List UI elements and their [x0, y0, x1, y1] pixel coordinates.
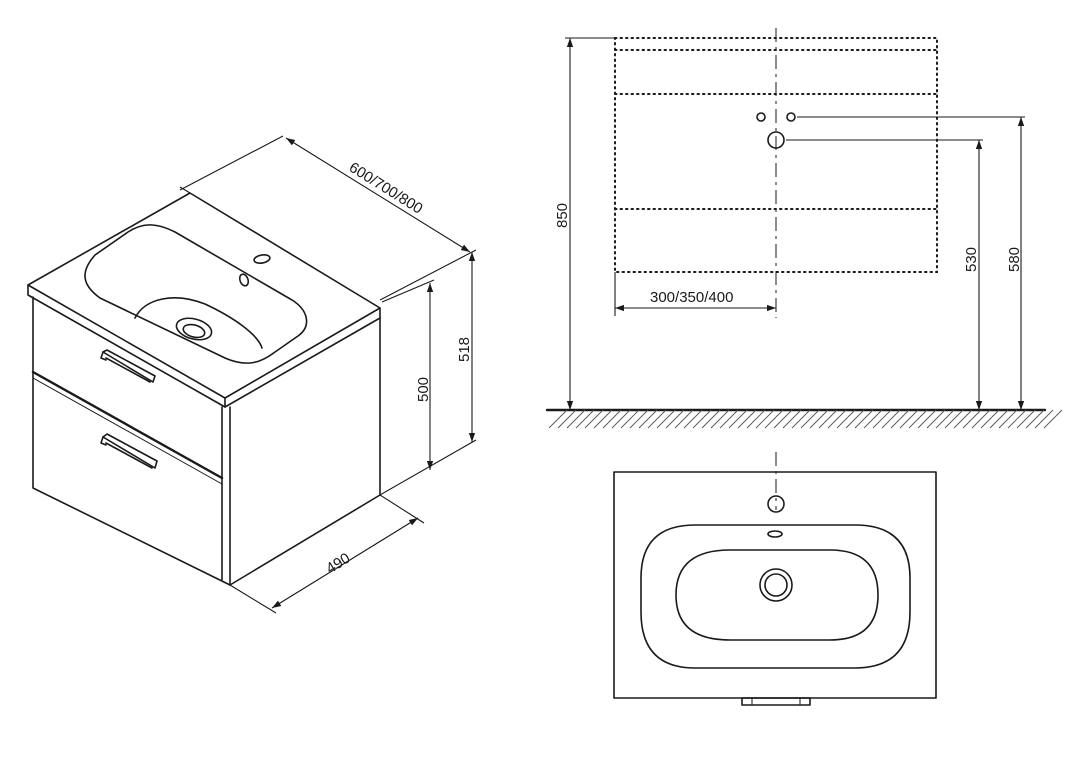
- hatch-stroke: [863, 409, 883, 429]
- hatch-stroke: [935, 409, 955, 429]
- tap-hole-left: [756, 112, 766, 122]
- hatch-stroke: [998, 409, 1018, 429]
- hatch-stroke: [773, 409, 793, 429]
- hatch-stroke: [890, 409, 910, 429]
- hatch-stroke: [782, 409, 802, 429]
- hatch-stroke: [818, 409, 838, 429]
- hatch-stroke: [881, 409, 901, 429]
- hatch-stroke: [665, 409, 685, 429]
- hatch-stroke: [791, 409, 811, 429]
- front-elevation: 850 580 530 300/350/400: [545, 28, 1063, 429]
- drain-offset-dim-label: 300/350/400: [650, 289, 733, 306]
- hatch-stroke: [1043, 409, 1063, 429]
- hatch-stroke: [980, 409, 1000, 429]
- isometric-view: 600/700/800 518 500 490: [27, 135, 477, 614]
- siphon-tab: [741, 697, 811, 706]
- floor-hatch: [548, 409, 1063, 429]
- hatch-stroke: [647, 409, 667, 429]
- hatch-stroke: [827, 409, 847, 429]
- basin-outer: [84, 224, 308, 364]
- hatch-stroke: [629, 409, 649, 429]
- hatch-stroke: [692, 409, 712, 429]
- hatch-stroke: [1025, 409, 1045, 429]
- hatch-stroke: [737, 409, 757, 429]
- hatch-stroke: [620, 409, 640, 429]
- hatch-stroke: [800, 409, 820, 429]
- hatch-stroke: [962, 409, 982, 429]
- tap-hole-top: [767, 495, 785, 513]
- countertop-outline: [613, 471, 937, 699]
- hatch-stroke: [656, 409, 676, 429]
- hatch-stroke: [746, 409, 766, 429]
- drain-hole: [175, 317, 213, 341]
- hatch-stroke: [836, 409, 856, 429]
- hatch-stroke: [989, 409, 1009, 429]
- hatch-stroke: [602, 409, 622, 429]
- hatch-stroke: [926, 409, 946, 429]
- tap-hole-right: [786, 112, 796, 122]
- hatch-stroke: [728, 409, 748, 429]
- tap-hole: [253, 254, 271, 264]
- hatch-stroke: [575, 409, 595, 429]
- hatch-stroke: [611, 409, 631, 429]
- hatch-stroke: [908, 409, 928, 429]
- hatch-stroke: [701, 409, 721, 429]
- drawer-divider: [31, 370, 224, 480]
- hatch-stroke: [674, 409, 694, 429]
- hatch-stroke: [683, 409, 703, 429]
- tap-height-dim-label: 580: [1006, 247, 1023, 272]
- overflow-hole: [238, 273, 250, 287]
- hatch-stroke: [710, 409, 730, 429]
- hatch-stroke: [899, 409, 919, 429]
- drawer-handle-top: [100, 349, 156, 383]
- hatch-stroke: [1007, 409, 1027, 429]
- countertop-top: [27, 192, 381, 399]
- hatch-stroke: [854, 409, 874, 429]
- drain-top: [759, 568, 793, 602]
- total-height-dim-label: 518: [456, 337, 473, 362]
- basin-inner-top: [675, 549, 879, 641]
- hatch-stroke: [971, 409, 991, 429]
- drain-height-dim-label: 530: [963, 247, 980, 272]
- cabinet-height-dim-label: 500: [415, 377, 432, 402]
- cabinet-front: [32, 296, 231, 586]
- drawer-handle-bottom: [100, 433, 158, 469]
- hatch-stroke: [548, 409, 568, 429]
- hatch-stroke: [944, 409, 964, 429]
- floor-height-dim-label: 850: [554, 203, 571, 228]
- hatch-stroke: [557, 409, 577, 429]
- width-dim-label: 600/700/800: [346, 159, 426, 218]
- overflow-top: [767, 530, 783, 538]
- hatch-stroke: [917, 409, 937, 429]
- width-dim-line: [285, 137, 471, 253]
- hatch-stroke: [719, 409, 739, 429]
- cabinet-side: [229, 317, 381, 586]
- basin-bowl: [134, 297, 263, 349]
- top-view: [613, 452, 937, 706]
- hatch-stroke: [809, 409, 829, 429]
- hatch-stroke: [755, 409, 775, 429]
- hatch-stroke: [593, 409, 613, 429]
- depth-dim-line: [271, 517, 419, 609]
- hatch-stroke: [845, 409, 865, 429]
- hatch-stroke: [764, 409, 784, 429]
- hatch-stroke: [1034, 409, 1054, 429]
- hatch-stroke: [638, 409, 658, 429]
- hatch-stroke: [953, 409, 973, 429]
- drain-hole-front: [767, 131, 785, 149]
- hatch-stroke: [566, 409, 586, 429]
- hatch-stroke: [1016, 409, 1036, 429]
- basin-outer-top: [640, 524, 911, 669]
- hatch-stroke: [872, 409, 892, 429]
- hatch-stroke: [584, 409, 604, 429]
